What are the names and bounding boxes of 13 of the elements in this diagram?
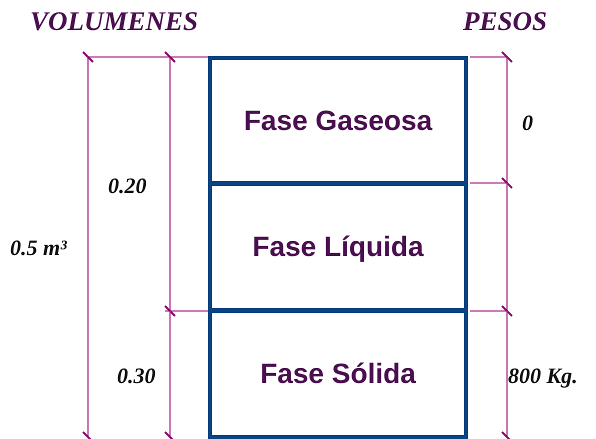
- column-heading: PESOS: [463, 8, 548, 35]
- volume-value: 0.5 m³: [10, 237, 67, 259]
- volume-value: 0.30: [117, 365, 156, 387]
- phase-box: [208, 182, 468, 312]
- phase-box: [208, 309, 468, 439]
- weight-value: 800 Kg.: [508, 365, 578, 387]
- volume-value: 0.20: [108, 175, 146, 197]
- column-heading: VOLUMENES: [30, 8, 198, 35]
- weight-value: 0: [522, 112, 533, 134]
- phase-name: Fase Gaseosa: [244, 104, 432, 136]
- phase-box: [208, 56, 468, 185]
- phase-name: Fase Líquida: [252, 231, 424, 263]
- phase-name: Fase Sólida: [260, 358, 416, 390]
